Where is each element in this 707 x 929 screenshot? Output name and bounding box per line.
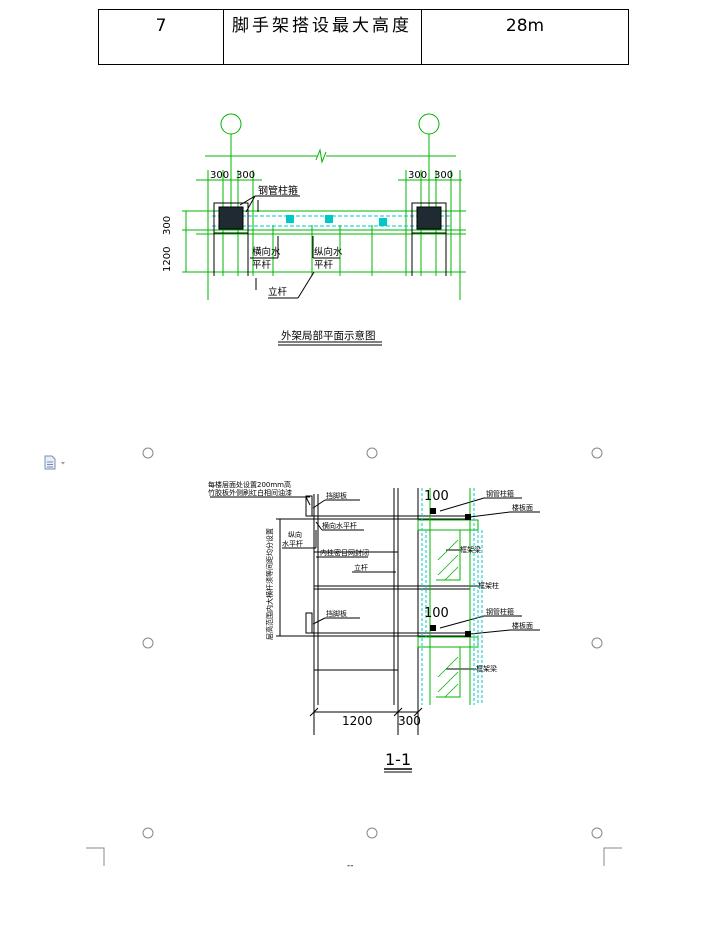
marker-circle xyxy=(142,447,154,459)
parameter-table: 7 脚手架搭设最大高度 28m xyxy=(98,9,629,65)
plan-dim-top: 300 xyxy=(434,170,453,181)
marker-circle xyxy=(142,827,154,839)
column-right xyxy=(416,206,442,230)
crop-mark xyxy=(86,847,105,866)
marker-circle xyxy=(366,447,378,459)
section-dim: 300 xyxy=(398,714,421,728)
row-index: 7 xyxy=(98,9,224,65)
section-label-steel-hoop: 钢管柱箍 xyxy=(486,607,514,616)
section-drawing: 每楼层面处设置200mm高 竹胶板外侧刷红白相间油漆 层高范围内大横杆须等间距均… xyxy=(208,480,540,773)
section-label-transverse: 横向水平杆 xyxy=(322,521,357,530)
plan-dim-top: 300 xyxy=(210,170,229,181)
section-label-toe-board: 挡脚板 xyxy=(326,491,347,500)
column-left xyxy=(218,206,244,230)
plan-label-transverse: 横向水 xyxy=(252,246,281,258)
plan-label-transverse: 平杆 xyxy=(252,259,272,271)
axis-circle-left xyxy=(220,113,242,135)
marker-circle xyxy=(591,447,603,459)
marker-circle xyxy=(591,637,603,649)
axis-circle-right xyxy=(418,113,440,135)
plan-dim-top: 300 xyxy=(408,170,427,181)
section-label-beam: 框架梁 xyxy=(460,545,481,554)
section-dim: 100 xyxy=(424,489,449,504)
section-dim: 100 xyxy=(424,606,449,621)
section-dim: 1200 xyxy=(342,714,373,728)
coupler-marker xyxy=(286,215,294,223)
section-label-longitudinal: 水平杆 xyxy=(282,539,303,548)
table-row: 7 脚手架搭设最大高度 28m xyxy=(98,9,629,65)
row-value: 28m xyxy=(421,9,629,65)
section-title: 1-1 xyxy=(385,750,411,769)
plan-label-steel-hoop: 钢管柱箍 xyxy=(258,184,298,197)
marker-circle xyxy=(366,827,378,839)
section-label-column: 框架柱 xyxy=(478,581,499,590)
document-icon[interactable] xyxy=(44,455,66,471)
plan-title: 外架局部平面示意图 xyxy=(281,329,376,342)
section-label-slab: 楼板面 xyxy=(512,503,533,512)
plan-dim-left: 300 xyxy=(162,216,173,235)
page-mark: -- xyxy=(347,861,354,871)
marker-circle xyxy=(591,827,603,839)
plan-dim-left: 1200 xyxy=(162,247,173,272)
coupler-marker xyxy=(379,218,387,226)
section-label-longitudinal: 纵向 xyxy=(288,530,302,539)
chevron-down-icon xyxy=(61,462,65,465)
plan-label-longitudinal: 平杆 xyxy=(314,259,334,271)
section-label-safety-net: 内挂密目网封闭 xyxy=(320,548,369,557)
section-side-note: 层高范围内大横杆须等间距均分设置 xyxy=(265,528,274,640)
coupler-marker xyxy=(325,215,333,223)
section-note: 竹胶板外侧刷红白相间油漆 xyxy=(208,488,292,497)
plan-label-longitudinal: 纵向水 xyxy=(314,246,343,258)
section-label-slab: 楼板面 xyxy=(512,621,533,630)
page-markers xyxy=(86,447,622,866)
plan-label-upright: 立杆 xyxy=(268,286,288,298)
plan-dim-top: 300 xyxy=(236,170,255,181)
marker-circle xyxy=(142,637,154,649)
section-label-steel-hoop: 钢管柱箍 xyxy=(486,489,514,498)
section-label-toe-board: 挡脚板 xyxy=(326,609,347,618)
crop-mark xyxy=(603,847,622,866)
section-label-upright: 立杆 xyxy=(354,563,368,572)
section-label-beam: 框架梁 xyxy=(476,664,497,673)
section-note: 每楼层面处设置200mm高 xyxy=(208,480,291,489)
